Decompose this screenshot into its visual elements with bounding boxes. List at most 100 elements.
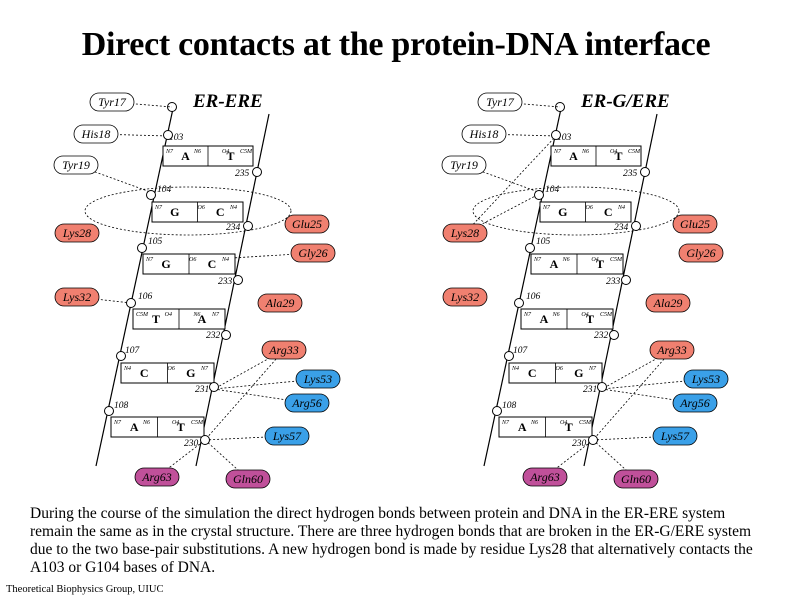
- phosphate-node: [640, 167, 650, 177]
- atom-site-label: C5M: [136, 312, 149, 318]
- phosphate-node: [609, 330, 619, 340]
- residue-label: Gly26: [298, 246, 327, 260]
- atom-site-label: N6: [530, 420, 538, 426]
- atom-site-label: N7: [200, 366, 209, 372]
- phosphate-node: [104, 406, 114, 416]
- nucleotide-number-bottom: 231: [195, 385, 209, 395]
- base-right-letter: T: [586, 312, 594, 326]
- atom-site-label: C5M: [240, 149, 253, 155]
- nucleotide-number-top: 106: [138, 292, 153, 302]
- atom-site-label: C5M: [579, 420, 592, 426]
- residue-ala29: [645, 293, 691, 313]
- residue-label: Arg56: [291, 396, 322, 410]
- residue-gln60: [225, 469, 271, 489]
- nucleotide-number-top: 104: [157, 185, 172, 195]
- atom-site-label: N7: [145, 257, 154, 263]
- base-right-letter: C: [604, 205, 613, 219]
- nucleotide-number-bottom: 231: [583, 385, 597, 395]
- atom-site-label: O6: [586, 205, 593, 211]
- base-left-letter: C: [140, 366, 149, 380]
- residue-label: Arg33: [268, 343, 299, 357]
- nucleotide-number-top: 107: [513, 346, 529, 356]
- residue-label: Tyr17: [486, 95, 515, 109]
- atom-site-label: N4: [123, 365, 131, 372]
- residue-label: Tyr17: [98, 95, 127, 109]
- base-right-letter: T: [226, 149, 234, 163]
- residue-arg56: [284, 393, 330, 413]
- residue-label: Lys57: [272, 429, 302, 443]
- backbone-strand-right: [583, 113, 658, 467]
- contact-ellipse: [84, 186, 292, 236]
- residue-label: Lys53: [691, 372, 720, 386]
- credit-line: Theoretical Biophysics Group, UIUC: [6, 584, 164, 595]
- residue-arg33: [649, 340, 695, 360]
- residue-his18: [73, 124, 119, 144]
- caption-text: During the course of the simulation the …: [30, 505, 753, 576]
- atom-site-label: N7: [588, 366, 597, 372]
- residue-lys57: [264, 426, 310, 446]
- phosphate-node: [514, 298, 524, 308]
- residue-tyr17: [89, 92, 135, 112]
- atom-site-label: O4: [560, 419, 567, 426]
- nucleotide-number-top: 105: [148, 237, 163, 247]
- nucleotide-number-top: 108: [502, 401, 517, 411]
- nucleotide-number-top: 103: [557, 133, 572, 143]
- residue-arg56: [672, 393, 718, 413]
- atom-site-label: C5M: [610, 257, 623, 263]
- atom-site-label: N7: [501, 420, 510, 426]
- base-left-letter: A: [540, 312, 549, 326]
- residue-his18: [461, 124, 507, 144]
- atom-site-label: O4: [172, 419, 179, 426]
- residue-arg33: [261, 340, 307, 360]
- phosphate-node: [243, 221, 253, 231]
- atom-site-label: N7: [113, 420, 122, 426]
- residue-arg63: [134, 467, 180, 487]
- residue-label: Lys32: [62, 290, 91, 304]
- phosphate-node: [492, 406, 502, 416]
- atom-site-label: N7: [533, 257, 542, 263]
- atom-site-label: N7: [523, 312, 532, 318]
- nucleotide-number-bottom: 235: [623, 169, 638, 179]
- residue-label: Arg63: [529, 470, 560, 484]
- atom-site-label: O6: [198, 205, 205, 211]
- base-left-letter: A: [569, 149, 578, 163]
- base-left-letter: C: [528, 366, 537, 380]
- nucleotide-number-top: 103: [169, 133, 184, 143]
- atom-site-label: N4: [617, 204, 625, 211]
- atom-site-label: N6: [581, 149, 589, 155]
- residue-label: Lys28: [450, 226, 479, 240]
- residue-ala29: [257, 293, 303, 313]
- residue-label: Tyr19: [450, 158, 478, 172]
- contact-ellipse: [472, 186, 680, 236]
- residue-lys32: [442, 287, 488, 307]
- residue-label: Arg63: [141, 470, 172, 484]
- phosphate-node: [588, 435, 598, 445]
- atom-site-label: O4: [591, 256, 598, 263]
- phosphate-node: [504, 351, 514, 361]
- phosphate-node: [116, 351, 126, 361]
- residue-label: Lys32: [450, 290, 479, 304]
- panel-heading: ER-ERE: [192, 91, 263, 112]
- residue-label: Gln60: [621, 472, 651, 486]
- phosphate-node: [163, 130, 173, 140]
- nucleotide-number-bottom: 234: [226, 223, 241, 233]
- nucleotide-number-top: 104: [545, 185, 560, 195]
- nucleotide-number-top: 105: [536, 237, 551, 247]
- atom-site-label: N7: [165, 149, 174, 155]
- nucleotide-number-bottom: 233: [218, 277, 233, 287]
- atom-site-label: O4: [581, 311, 588, 318]
- atom-site-label: O6: [556, 366, 563, 372]
- residue-label: Lys28: [62, 226, 91, 240]
- phosphate-node: [200, 435, 210, 445]
- atom-site-label: N7: [211, 312, 220, 318]
- base-left-letter: A: [130, 420, 139, 434]
- phosphate-node: [146, 190, 156, 200]
- residue-lys53: [683, 369, 729, 389]
- phosphate-node: [525, 243, 535, 253]
- phosphate-node: [252, 167, 262, 177]
- atom-site-label: N6: [193, 149, 201, 155]
- phosphate-node: [221, 330, 231, 340]
